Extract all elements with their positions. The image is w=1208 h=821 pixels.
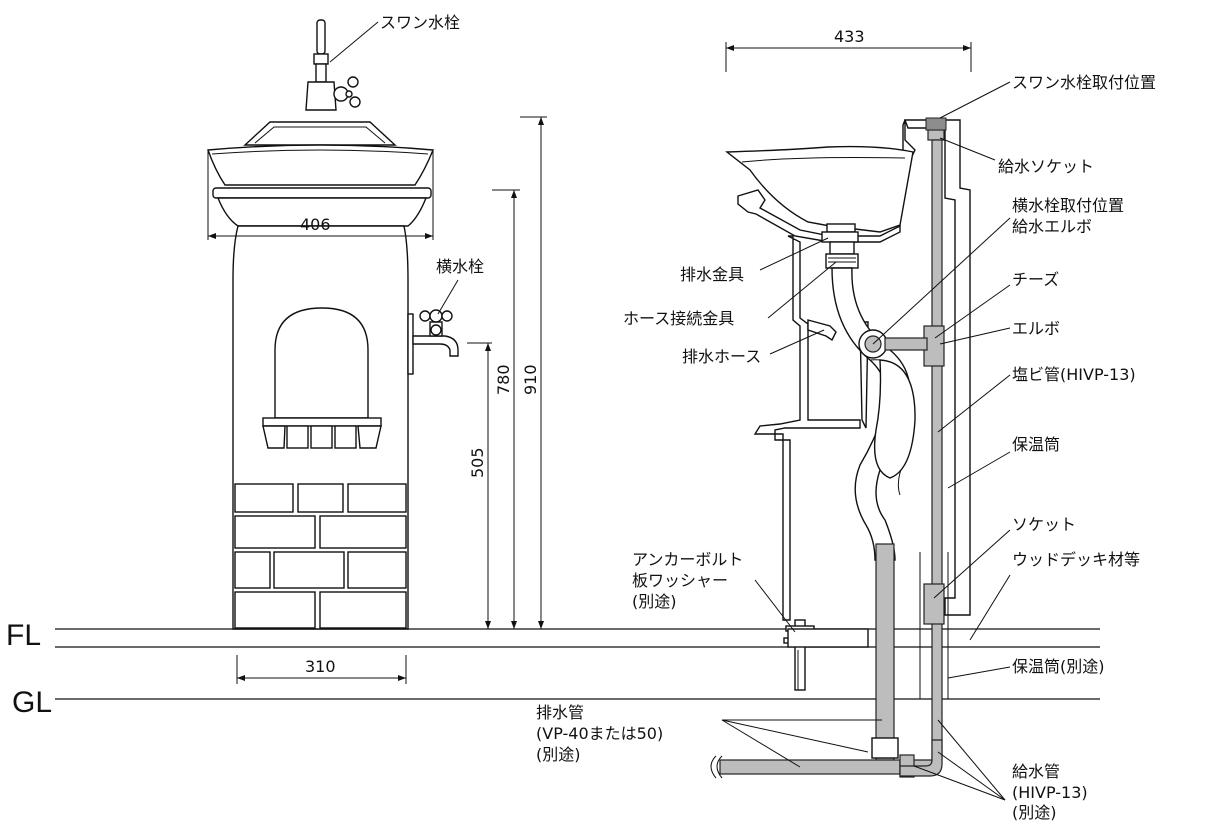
label-elbow: エルボ: [1012, 319, 1060, 338]
cap-plate-drawing: [212, 187, 432, 199]
label-supply-socket: 給水ソケット: [998, 157, 1094, 176]
fl-label: FL: [6, 619, 41, 652]
label-insulation: 保温筒: [1012, 435, 1060, 454]
label-drain-fitting: 排水金具: [680, 265, 744, 284]
label-anchor-line2: 板ワッシャー: [632, 571, 728, 590]
bowl-section-drawing: [725, 145, 914, 233]
label-drain-hose: 排水ホース: [682, 347, 761, 366]
label-drain-pipe-line2: (VP-40または50): [536, 724, 663, 743]
label-anchor-line3: (別途): [632, 592, 677, 611]
section-view: 433: [536, 27, 1156, 821]
deck-board-drawing: [787, 628, 869, 648]
dimension-406: 406: [207, 150, 434, 240]
label-insulation-separate: 保温筒(別途): [1012, 657, 1105, 676]
dimension-433-label: 433: [834, 27, 865, 46]
label-supply-pipe-line1: 給水管: [1012, 762, 1060, 781]
drain-fitting-drawing: [821, 223, 859, 269]
dimension-910: 910: [520, 116, 547, 629]
bowl-cover-drawing: [243, 121, 397, 146]
label-supply-pipe-line2: (HIVP-13): [1012, 783, 1088, 802]
dimension-910-label: 910: [521, 364, 540, 395]
label-swan-tap: スワン水栓: [380, 13, 460, 32]
label-deck: ウッドデッキ材等: [1012, 550, 1140, 569]
supply-pipe-drawing: [919, 117, 949, 761]
side-tap-drawing: [407, 309, 459, 375]
drain-pipe-drawing: [710, 543, 933, 779]
label-socket: ソケット: [1012, 515, 1076, 534]
label-drain-pipe-line3: (別途): [536, 745, 581, 764]
label-hose-fitting: ホース接続金具: [623, 309, 734, 328]
arch-niche-drawing: [274, 307, 369, 419]
bowl-drawing: [207, 144, 434, 186]
floor-lines: FL GL: [6, 619, 1100, 719]
swan-tap-drawing: [305, 19, 361, 111]
label-supply-pipe-line3: (別途): [1012, 803, 1057, 821]
label-tee: チーズ: [1012, 270, 1059, 289]
dimension-780-label: 780: [494, 364, 513, 395]
dimension-310-label: 310: [305, 657, 336, 676]
dimension-310: 310: [236, 655, 407, 684]
front-view: 406 310 505 780 910: [207, 13, 547, 684]
dimension-406-label: 406: [300, 215, 331, 234]
leader-lines: [721, 81, 1011, 801]
label-side-tap-position: 横水栓取付位置: [1012, 196, 1124, 215]
label-anchor-line1: アンカーボルト: [632, 550, 743, 569]
label-swan-tap-position: スワン水栓取付位置: [1012, 73, 1156, 92]
dimension-433: 433: [725, 27, 972, 72]
label-drain-pipe-line1: 排水管: [536, 703, 584, 722]
dimension-505: 505: [467, 342, 492, 629]
label-supply-elbow: 給水エルボ: [1012, 217, 1092, 236]
dimension-505-label: 505: [468, 447, 487, 478]
shelf-blocks-drawing: [262, 417, 382, 449]
label-pvc-pipe: 塩ビ管(HIVP-13): [1012, 365, 1136, 384]
label-side-tap: 横水栓: [436, 257, 484, 276]
brick-courses-drawing: [234, 483, 407, 629]
dimension-780: 780: [492, 189, 520, 629]
gl-label: GL: [12, 686, 52, 719]
